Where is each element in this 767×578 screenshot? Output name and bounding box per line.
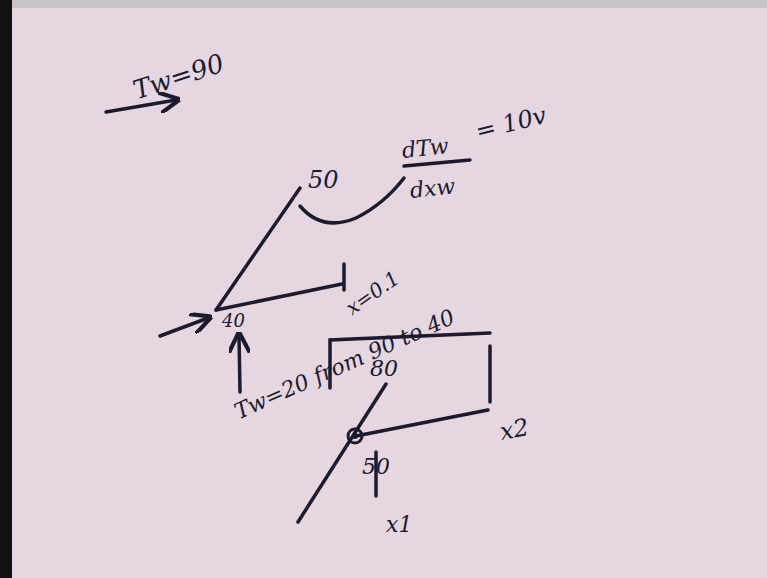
fin-line — [356, 410, 488, 436]
page-edge — [12, 0, 767, 8]
pointer-arrow — [239, 336, 240, 392]
derivative-denominator: dxw — [409, 175, 456, 202]
dimension-label: 80 — [370, 358, 398, 380]
axis-label: x1 — [386, 514, 412, 536]
node-dot — [348, 429, 362, 443]
temperature-label: Tw=90 — [130, 50, 227, 104]
position-label: x=0.1 — [342, 267, 402, 318]
range-note: Tw=20 from 90 to 40 — [232, 306, 458, 423]
flow-arrow — [160, 318, 208, 336]
base-value: 40 — [222, 312, 245, 330]
tip-value: 50 — [308, 168, 339, 192]
fin-line — [216, 284, 342, 310]
end-tick — [488, 346, 492, 402]
page-edge — [0, 0, 12, 578]
fin-line — [298, 384, 386, 522]
node-dot — [352, 433, 358, 439]
axis-label: x2 — [498, 415, 531, 444]
end-tick — [342, 264, 346, 290]
fraction-bar — [404, 160, 470, 166]
derivative-value: = 10v — [473, 103, 549, 144]
fin-line — [216, 188, 300, 310]
node-value: 50 — [362, 456, 390, 478]
derivative-numerator: dTw — [401, 135, 450, 162]
